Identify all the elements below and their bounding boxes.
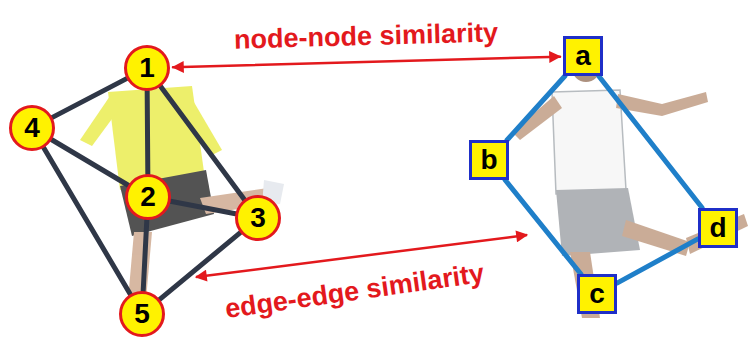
graph-edge [507,76,565,140]
node-label: 3 [250,204,266,232]
graph-edge [171,201,236,213]
node-circle [121,293,164,336]
node-circle [126,47,169,90]
graph-edge [505,180,581,274]
graph-node-square: c [577,274,617,314]
node-label: 5 [134,300,150,328]
figure-shorts [120,170,214,236]
graph-edge [617,239,698,283]
node-square [471,142,508,179]
figure-leg [128,232,152,300]
node-square [579,276,616,313]
graph-edge [143,220,147,291]
node-square [565,38,602,75]
edge-label: node-node similarity [233,17,498,55]
node-label: 2 [140,183,156,211]
figure-arm [512,96,562,140]
graph-edge [44,148,131,294]
figure-arm [80,96,120,146]
figure-shirt [552,90,626,194]
graph-node-circle: 3 [235,195,281,241]
node-square [700,210,737,247]
node-circle [11,107,54,150]
graph-node-circle: 5 [119,291,165,337]
graph-node-square: a [563,36,603,76]
node-label: a [575,42,591,70]
graph-edge [145,91,151,174]
node-label: 4 [24,114,40,142]
similarity-arrow [173,57,560,68]
figure-leg [686,214,748,254]
graph-edge [160,233,241,300]
node-label: c [589,280,605,308]
node-circle [237,197,280,240]
node-label: b [480,146,497,174]
node-label: 1 [139,54,155,82]
graph-node-circle: 2 [125,174,171,220]
node-circle [127,176,170,219]
graph-edge [52,79,126,118]
graph-node-circle: 4 [9,105,55,151]
graph-node-square: b [469,140,509,180]
graph-node-square: d [698,208,738,248]
graph-edge [161,86,245,199]
graph-node-circle: 1 [124,45,170,91]
graph-edge [599,76,703,208]
node-label: d [709,214,726,242]
